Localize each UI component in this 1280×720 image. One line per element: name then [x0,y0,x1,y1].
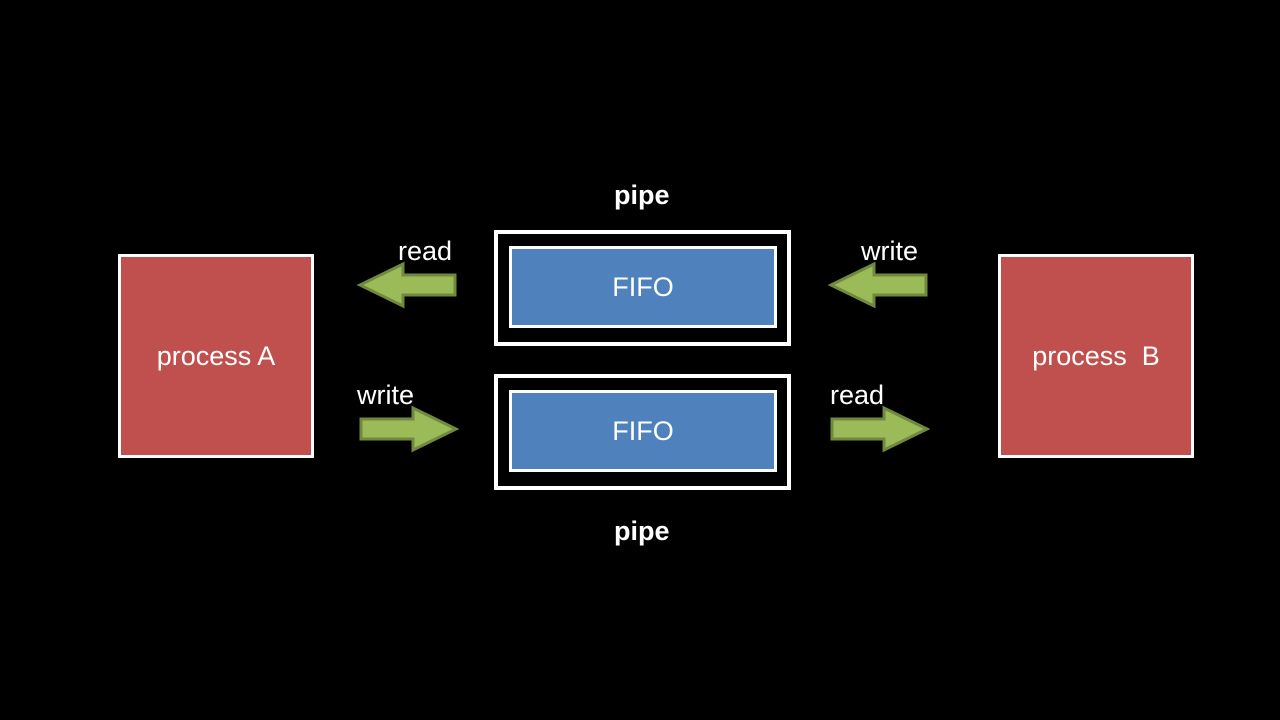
bottom-fifo-label: FIFO [612,415,674,446]
bottom-pipe-label: pipe [614,516,670,546]
bottom-fifo: FIFO [509,390,777,472]
left-arrow-icon [356,261,457,309]
bottom-right-arrow-label: read [830,380,885,410]
process-a-box: process A [118,254,314,458]
left-arrow-icon [827,261,928,309]
bottom-left-arrow-label: write [357,380,415,410]
process-b-box: process B [998,254,1194,458]
top-fifo-label: FIFO [612,271,674,302]
top-left-arrow-label: read [398,236,453,266]
top-pipe-label: pipe [614,180,670,210]
process-b-label: process B [1032,340,1160,371]
right-arrow-icon [359,405,460,453]
top-fifo: FIFO [509,246,777,328]
top-right-arrow-label: write [861,236,919,266]
process-a-label: process A [156,340,276,371]
right-arrow-icon [830,405,931,453]
